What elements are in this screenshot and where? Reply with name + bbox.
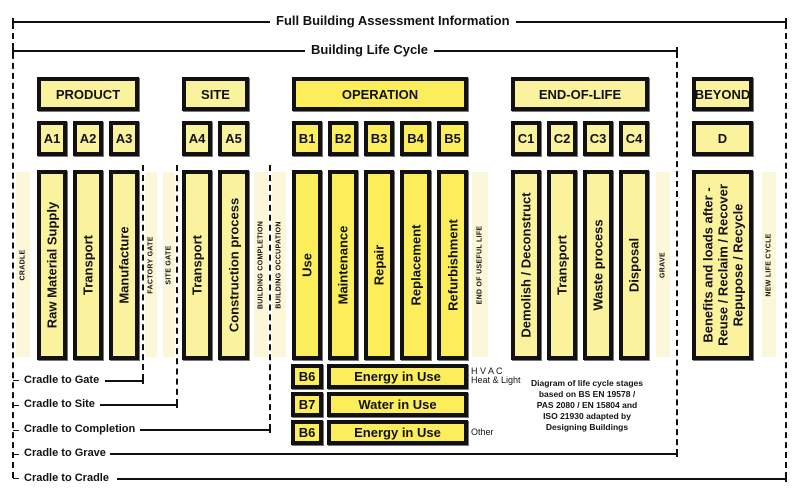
operational-label-water: Water in Use <box>327 392 468 417</box>
module-d-line3: Repupose / Recycle <box>730 203 745 327</box>
stage-header-operation: OPERATION <box>292 77 468 111</box>
scope-gate-tick <box>142 376 144 384</box>
module-a1-raw-material-supply: Raw Material Supply <box>37 170 67 360</box>
full-assessment-bracket-tick-left <box>12 18 14 26</box>
scope-gate-connector <box>13 380 19 381</box>
scope-cradle-line <box>117 478 787 480</box>
factory-gate-dash <box>142 165 144 380</box>
scope-grave-connector <box>13 454 19 455</box>
scope-completion-line <box>140 429 270 431</box>
milestone-grave: GRAVE <box>656 172 670 357</box>
module-code-a5: A5 <box>218 121 249 156</box>
module-b2-maintenance: Maintenance <box>328 170 358 360</box>
full-assessment-end-dash <box>785 23 787 478</box>
operational-code-b6-hvac: B6 <box>291 364 323 389</box>
module-code-b2: B2 <box>328 121 358 156</box>
module-code-c1: C1 <box>511 121 541 156</box>
module-code-b3: B3 <box>364 121 394 156</box>
stage-header-end-of-life: END-OF-LIFE <box>511 77 649 111</box>
module-c3-waste-process: Waste process <box>583 170 613 360</box>
module-code-c3: C3 <box>583 121 613 156</box>
milestone-new-life-cycle: NEW LIFE CYCLE <box>762 172 776 357</box>
module-c4-disposal: Disposal <box>619 170 649 360</box>
scope-grave-tick <box>676 449 678 457</box>
module-code-a1: A1 <box>37 121 67 156</box>
left-boundary-dash <box>12 23 14 478</box>
milestone-building-occupation: BUILDING OCCUPATION <box>272 172 286 357</box>
module-b1-use: Use <box>292 170 322 360</box>
milestone-factory-gate: FACTORY GATE <box>145 172 157 357</box>
module-d-benefits-and-loads: Benefits and loads after - Reuse / Recla… <box>692 170 753 360</box>
module-c1-demolish-deconstruct: Demolish / Deconstruct <box>511 170 541 360</box>
scope-cradle-to-grave: Cradle to Grave <box>20 447 110 459</box>
module-a3-manufacture: Manufacture <box>109 170 139 360</box>
completion-dash <box>269 165 271 430</box>
milestone-building-completion: BUILDING COMPLETION <box>254 172 268 357</box>
module-code-a4: A4 <box>182 121 212 156</box>
operational-note-hvac: H V A C Heat & Light <box>471 366 521 385</box>
module-code-c4: C4 <box>619 121 649 156</box>
milestone-cradle: CRADLE <box>16 172 30 357</box>
module-d-line1: Benefits and loads after - <box>700 187 715 343</box>
stage-header-product: PRODUCT <box>37 77 139 111</box>
full-assessment-label: Full Building Assessment Information <box>270 13 516 28</box>
stage-header-site: SITE <box>182 77 249 111</box>
operational-label-energy-hvac: Energy in Use <box>327 364 468 389</box>
module-b4-replacement: Replacement <box>400 170 431 360</box>
life-cycle-end-dash <box>676 52 678 455</box>
module-code-b1: B1 <box>292 121 322 156</box>
scope-grave-line <box>110 453 677 455</box>
scope-site-connector <box>13 405 19 406</box>
milestone-end-of-useful-life: END OF USEFUL LIFE <box>472 172 488 357</box>
scope-cradle-to-gate: Cradle to Gate <box>20 374 104 386</box>
module-c2-transport: Transport <box>547 170 577 360</box>
operational-code-b7-water: B7 <box>291 392 323 417</box>
site-gate-dash <box>176 165 178 405</box>
module-a2-transport: Transport <box>73 170 103 360</box>
life-cycle-label: Building Life Cycle <box>305 42 435 57</box>
life-cycle-bracket-tick-right <box>676 47 678 55</box>
module-code-b5: B5 <box>437 121 468 156</box>
milestone-site-gate: SITE GATE <box>163 172 175 357</box>
scope-site-tick <box>176 400 178 408</box>
scope-cradle-to-site: Cradle to Site <box>20 398 99 410</box>
scope-gate-line <box>105 380 143 382</box>
module-a5-construction-process: Construction process <box>218 170 249 360</box>
diagram-caption: Diagram of life cycle stages based on BS… <box>531 378 643 432</box>
scope-completion-connector <box>13 430 19 431</box>
stage-header-beyond: BEYOND <box>692 77 753 111</box>
module-code-a2: A2 <box>73 121 103 156</box>
scope-cradle-tick <box>785 474 787 482</box>
module-a4-transport: Transport <box>182 170 212 360</box>
module-code-a3: A3 <box>109 121 139 156</box>
module-code-b4: B4 <box>400 121 431 156</box>
module-code-c2: C2 <box>547 121 577 156</box>
operational-note-other: Other <box>471 427 494 437</box>
scope-cradle-to-cradle: Cradle to Cradle <box>20 472 113 484</box>
scope-cradle-to-completion: Cradle to Completion <box>20 423 140 435</box>
scope-completion-tick <box>269 425 271 433</box>
module-b3-repair: Repair <box>364 170 394 360</box>
operational-label-energy-other: Energy in Use <box>327 420 468 445</box>
module-d-line2: Reuse / Reclaim / Recover <box>715 184 730 346</box>
full-assessment-bracket-tick-right <box>785 18 787 26</box>
scope-cradle-connector <box>13 478 19 479</box>
module-b5-refurbishment: Refurbishment <box>437 170 468 360</box>
operational-code-b6-other: B6 <box>291 420 323 445</box>
scope-site-line <box>100 404 177 406</box>
module-code-d: D <box>692 121 753 156</box>
